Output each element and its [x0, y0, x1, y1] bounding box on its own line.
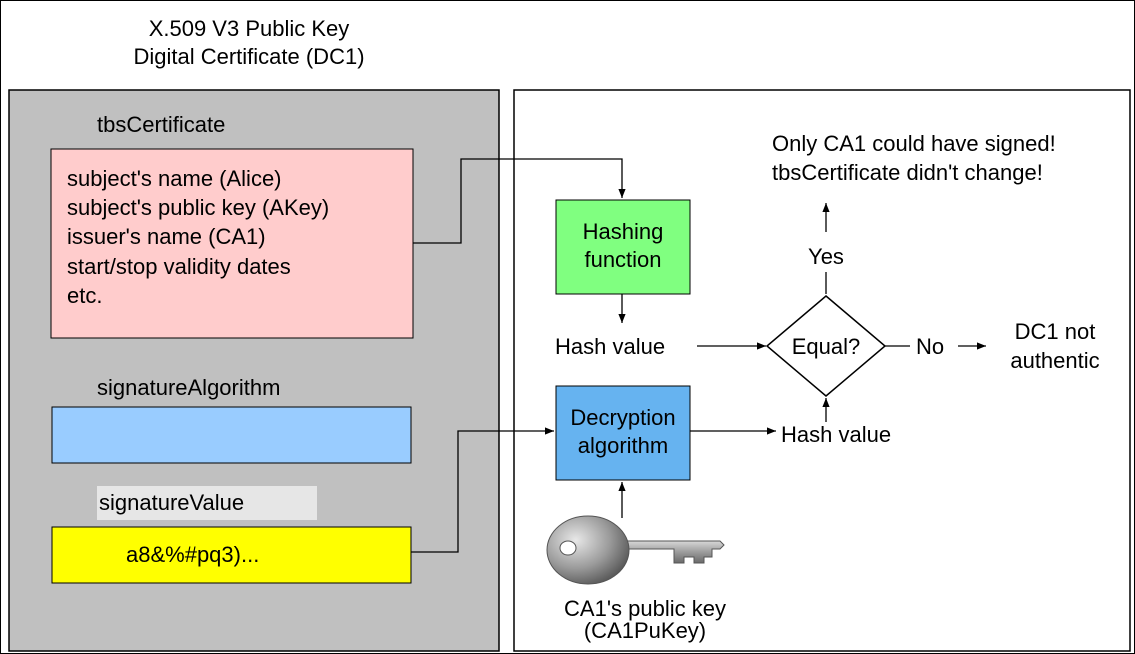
- key-icon: [546, 515, 725, 585]
- hash-value-label: Hash value: [555, 334, 666, 359]
- tbs-certificate-label: tbsCertificate: [97, 112, 226, 137]
- equal-decision-diamond: [765, 295, 887, 397]
- yes-label: Yes: [808, 244, 844, 269]
- tbs-field-issuer-name: issuer's name (CA1): [67, 224, 266, 249]
- no-label: No: [916, 334, 945, 359]
- result-authentic-line2: tbsCertificate didn't change!: [772, 160, 1043, 185]
- signature-value-label-bg: [97, 486, 317, 520]
- result-authentic-line1: Only CA1 could have signed!: [772, 131, 1056, 156]
- certificate-title-line2: Digital Certificate (DC1): [133, 44, 365, 69]
- signature-algorithm-label: signatureAlgorithm: [97, 375, 281, 400]
- result-not-authentic-line1: DC1 not: [1014, 319, 1096, 344]
- certificate-title-line1: X.509 V3 Public Key: [148, 16, 350, 41]
- tbs-field-validity-dates: start/stop validity dates: [67, 254, 291, 279]
- signature-to-decryption-connector: [411, 427, 554, 553]
- tbs-field-etc: etc.: [67, 283, 103, 308]
- hashing-function-label-line2: function: [584, 247, 662, 272]
- public-key-label-line1: CA1's public key: [564, 596, 726, 621]
- signature-value-label: signatureValue: [99, 490, 245, 515]
- decryption-label-line2: algorithm: [577, 433, 669, 458]
- tbs-field-subject-name: subject's name (Alice): [67, 166, 282, 191]
- public-key-label-line2: (CA1PuKey): [583, 618, 707, 643]
- signature-value: a8&%#pq3)...: [126, 542, 260, 567]
- hash-value-decrypted-label: Hash value: [781, 422, 892, 447]
- result-not-authentic-line2: authentic: [1010, 348, 1100, 373]
- tbs-field-subject-public-key: subject's public key (AKey): [67, 195, 330, 220]
- tbs-to-hashing-connector: [413, 158, 626, 244]
- decryption-algorithm-box: [555, 385, 691, 481]
- signature-value-box: [51, 526, 412, 584]
- hashing-function-box: [555, 199, 691, 295]
- equal-label: Equal?: [791, 334, 861, 359]
- decryption-label-line1: Decryption: [570, 405, 676, 430]
- tbs-certificate-box: [50, 148, 414, 339]
- hashing-function-label-line1: Hashing: [582, 219, 664, 244]
- signature-algorithm-box: [51, 406, 412, 464]
